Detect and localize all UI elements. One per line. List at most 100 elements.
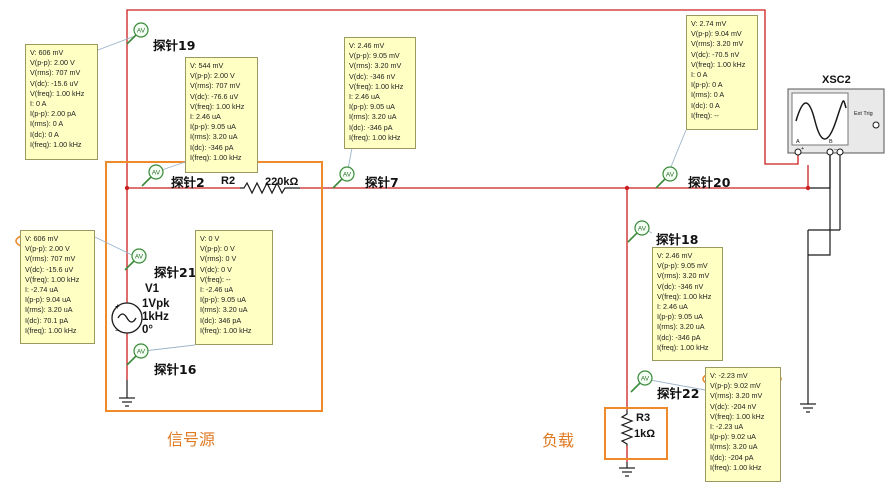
resistor-r2-value: 220kΩ <box>265 176 299 188</box>
readout-line: V(rms): 3.20 mV <box>657 271 710 281</box>
readout-line: I: -2.23 uA <box>710 421 744 431</box>
probe-icon-19[interactable]: AV <box>126 22 149 45</box>
scope-ext-trig-label: Ext Trig <box>854 111 873 117</box>
readout-line: I: -2.46 uA <box>200 284 234 294</box>
probe-icon-7[interactable]: AV <box>332 166 355 189</box>
probe-icon-2[interactable]: AV <box>141 164 164 187</box>
readout-line: V(p-p): 9.05 mV <box>657 261 708 271</box>
readout-line: I(dc): -346 pA <box>349 122 393 132</box>
probe-label-19: 探针19 <box>153 38 196 53</box>
probe-icon-18[interactable]: AV <box>627 220 650 243</box>
resistor-r3-name: R3 <box>636 412 651 424</box>
ground-symbol-source <box>119 380 135 407</box>
scope-minus-label: _ <box>834 145 838 151</box>
ac-source-v1-name: V1 <box>145 283 160 295</box>
readout-line: V(freq): 1.00 kHz <box>30 88 85 98</box>
readout-line: V(dc): -15.6 uV <box>30 78 79 88</box>
readout-line: I(p-p): 9.05 uA <box>190 122 236 132</box>
readout-line: I(rms): 3.20 uA <box>349 112 397 122</box>
readout-line: I(rms): 3.20 uA <box>25 305 73 315</box>
svg-text:+: + <box>115 302 120 311</box>
readout-line: I(p-p): 9.05 uA <box>657 312 703 322</box>
probe-leads <box>94 35 706 391</box>
probe-symbol-text: AV <box>666 172 675 179</box>
readout-line: I(p-p): 9.05 uA <box>200 295 246 305</box>
probe-label-20: 探针20 <box>688 175 731 190</box>
readout-line: V: 2.46 mV <box>349 41 385 50</box>
resistor-r2-symbol[interactable] <box>240 181 300 195</box>
readout-line: V(freq): 1.00 kHz <box>657 291 712 301</box>
readout-line: I(rms): 3.20 uA <box>190 132 238 142</box>
readout-line: V(rms): 3.20 mV <box>349 61 402 71</box>
readout-line: I(freq): 1.00 kHz <box>710 462 762 472</box>
readout-line: I(rms): 3.20 uA <box>657 322 705 332</box>
oscilloscope-xsc2[interactable] <box>787 88 885 156</box>
probe-symbol-text: AV <box>135 254 144 261</box>
readout-line: V(rms): 3.20 mV <box>691 39 744 49</box>
readout-line: I: 2.46 uA <box>190 111 221 121</box>
scope-channel-a-label: A <box>796 139 800 145</box>
readout-line: I: 2.46 uA <box>349 91 380 101</box>
readout-line: I(p-p): 9.04 uA <box>25 295 71 305</box>
readout-line: I(p-p): 9.05 uA <box>349 102 395 112</box>
readout-line: I(rms): 0 A <box>30 119 64 129</box>
readout-line: V(dc): -346 nV <box>349 71 396 81</box>
readout-line: V(freq): 1.00 kHz <box>349 81 404 91</box>
probe-icon-20[interactable]: AV <box>655 166 678 189</box>
readout-line: I(dc): -204 pA <box>710 452 754 462</box>
readout-line: V(p-p): 9.02 mV <box>710 381 761 391</box>
ac-source-v1-phase: 0° <box>142 324 153 336</box>
readout-line: V(dc): 0 V <box>200 264 232 274</box>
readout-line: I(freq): -- <box>691 110 719 120</box>
readout-line: I(freq): 1.00 kHz <box>30 139 82 149</box>
readout-line: I(freq): 1.00 kHz <box>190 152 242 162</box>
ac-source-v1-symbol[interactable]: + − <box>111 302 143 335</box>
readout-line: V: 2.46 mV <box>657 251 693 260</box>
probe-label-21: 探针21 <box>154 265 197 280</box>
readout-line: V(p-p): 2.00 V <box>190 71 235 81</box>
readout-line: I(rms): 3.20 uA <box>200 305 248 315</box>
readout-line: I(dc): -346 pA <box>190 142 234 152</box>
resistor-r2-name: R2 <box>221 175 236 187</box>
scope-plus-label: + <box>801 146 805 152</box>
probe-icon-21[interactable]: AV <box>124 248 147 271</box>
readout-line: V(p-p): 9.04 mV <box>691 29 742 39</box>
readout-line: I: -2.74 uA <box>25 284 59 294</box>
readout-line: V(p-p): 2.00 V <box>25 244 70 254</box>
readout-line: V(rms): 707 mV <box>190 81 241 91</box>
readout-line: I: 0 A <box>691 69 708 79</box>
readout-line: V: 544 mV <box>190 61 224 70</box>
readout-line: I(freq): 1.00 kHz <box>349 132 401 142</box>
probe-label-18: 探针18 <box>656 232 699 247</box>
probe-symbol-text: AV <box>638 226 647 233</box>
resistor-r3-symbol[interactable] <box>620 410 634 446</box>
readout-line: V(p-p): 9.05 mV <box>349 51 400 61</box>
probe-label-2: 探针2 <box>171 175 205 190</box>
probe-icon-22[interactable]: AV <box>630 370 653 393</box>
readout-line: I(dc): -346 pA <box>657 332 701 342</box>
readout-line: V(dc): -15.6 uV <box>25 264 74 274</box>
readout-line: I(dc): 0 A <box>30 129 59 139</box>
source-section-label: 信号源 <box>167 430 216 449</box>
readout-line: I(dc): 70.1 pA <box>25 315 69 325</box>
probe-label-16: 探针16 <box>154 362 197 377</box>
ground-symbol-scope <box>800 400 816 413</box>
probe-icon-16[interactable]: AV <box>126 343 149 366</box>
readout-line: I(rms): 3.20 uA <box>710 442 758 452</box>
signal-wires <box>126 9 809 462</box>
readout-line: V(freq): 1.00 kHz <box>691 59 746 69</box>
readout-line: V(p-p): 0 V <box>200 244 235 254</box>
readout-line: I(rms): 0 A <box>691 90 725 100</box>
readout-line: I(dc): 346 pA <box>200 315 242 325</box>
readout-line: V(dc): -204 nV <box>710 401 757 411</box>
readout-line: I(dc): 0 A <box>691 100 720 110</box>
